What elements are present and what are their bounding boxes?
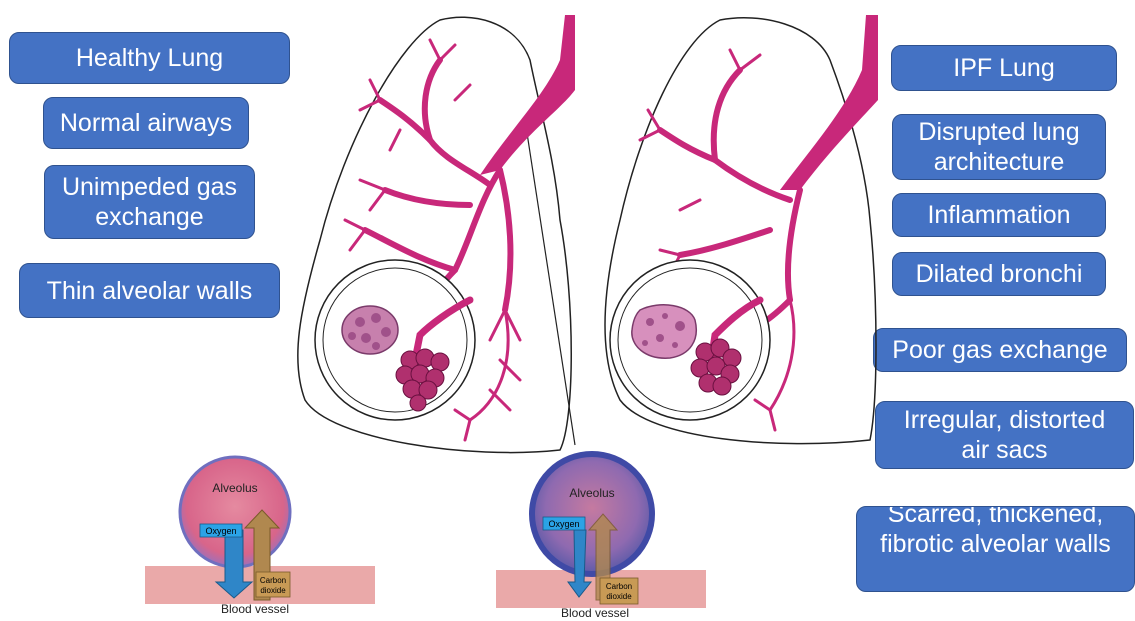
ipf-alveoli-cut (632, 305, 696, 358)
healthy-vessel-label: Blood vessel (221, 602, 289, 616)
ipf-lung-drawing (605, 15, 878, 444)
ipf-co2-label: Carbondioxide (606, 582, 632, 601)
ipf-alveolus-label: Alveolus (569, 486, 614, 500)
healthy-co2-label: Carbondioxide (260, 576, 286, 595)
healthy-main-bronchus (480, 15, 575, 175)
healthy-lung-drawing (298, 15, 575, 453)
healthy-oxygen-label: Oxygen (205, 526, 236, 536)
ipf-main-bronchus (780, 15, 878, 190)
healthy-alveoli-cut (342, 306, 398, 354)
ipf-vessel-label: Blood vessel (561, 606, 629, 620)
healthy-alveolus-label: Alveolus (212, 481, 257, 495)
ipf-oxygen-label: Oxygen (548, 519, 579, 529)
ipf-alveolus-diagram: Alveolus Oxygen Carbondioxide Blood vess… (496, 454, 706, 620)
ipf-alveolus (532, 454, 652, 574)
healthy-alveolus-diagram: Alveolus Oxygen Carbondioxide Blood vess… (145, 457, 375, 616)
